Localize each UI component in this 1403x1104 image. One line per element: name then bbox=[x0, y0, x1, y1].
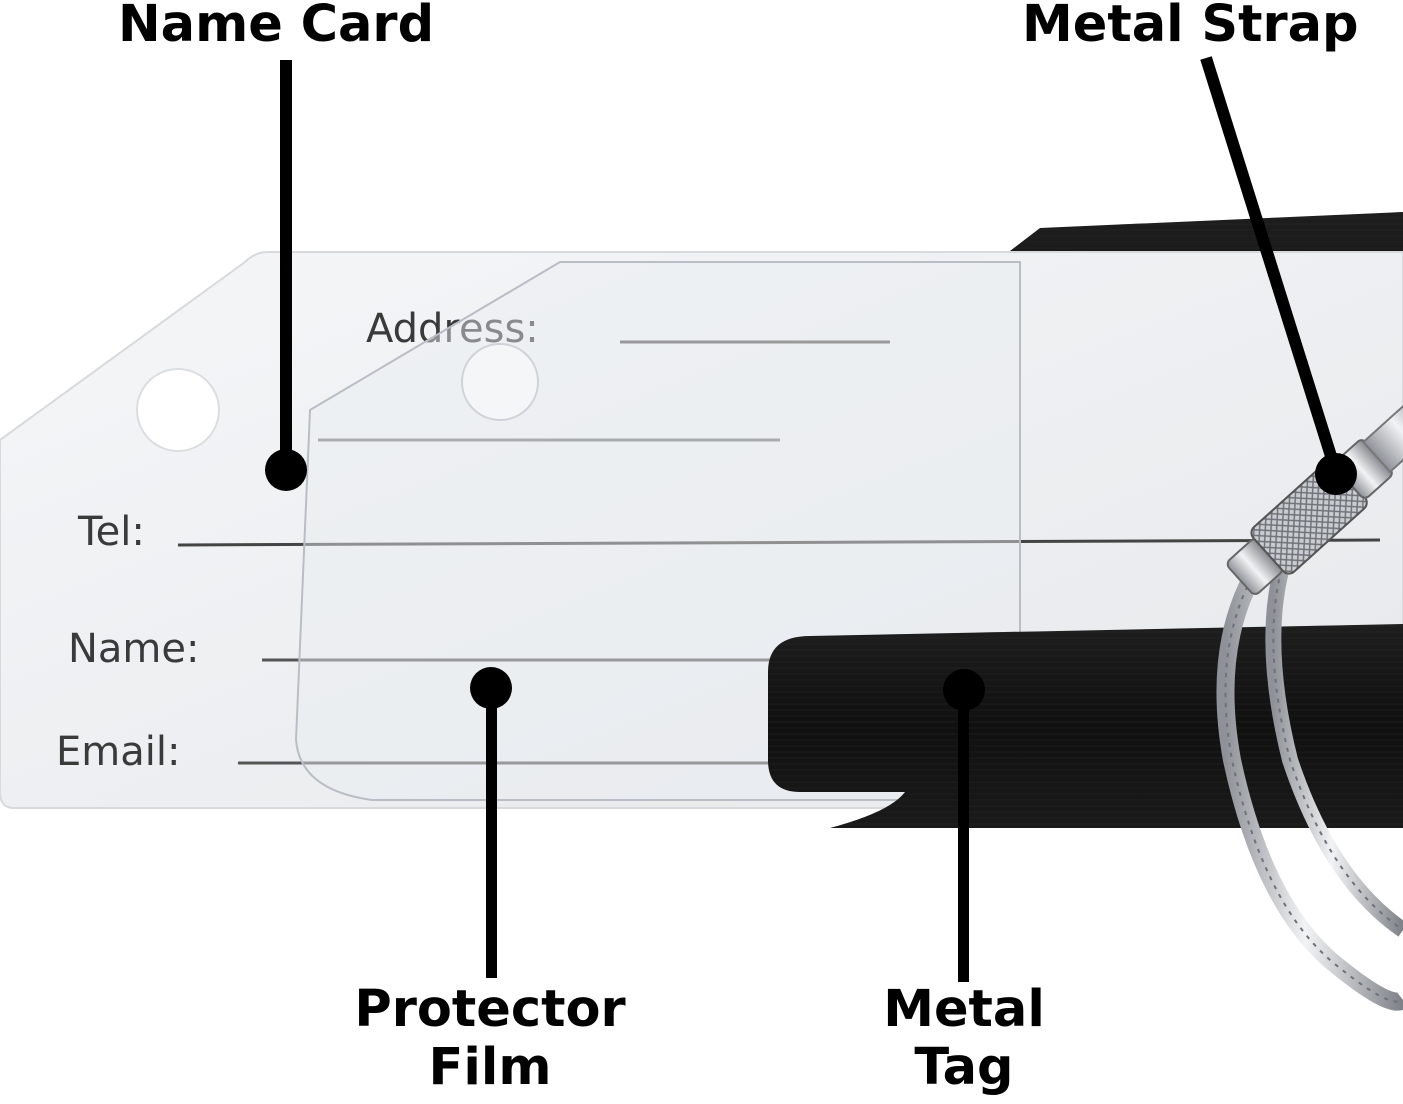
label-name-card: Name Card bbox=[118, 0, 435, 54]
label-metal-tag-line1: Metal bbox=[883, 980, 1045, 1039]
field-tel-label: Tel: bbox=[77, 509, 145, 555]
field-tel-line bbox=[177, 538, 1381, 547]
leader-metal-tag bbox=[943, 669, 985, 982]
label-protector-film-line2: Film bbox=[428, 1038, 552, 1097]
field-email-label: Email: bbox=[56, 729, 180, 775]
leader-metal-strap bbox=[1200, 56, 1357, 495]
label-protector-film: Protector Film bbox=[336, 981, 644, 1097]
label-metal-tag-line2: Tag bbox=[914, 1038, 1014, 1097]
leader-name-card bbox=[265, 60, 307, 491]
metal-strap bbox=[1216, 387, 1403, 1011]
card-hole bbox=[136, 368, 220, 452]
leader-dot bbox=[265, 449, 307, 491]
film-hole bbox=[461, 343, 539, 421]
label-metal-tag: Metal Tag bbox=[866, 981, 1062, 1097]
leader-protector-film bbox=[470, 667, 512, 978]
field-name-label: Name: bbox=[68, 626, 199, 672]
label-metal-strap: Metal Strap bbox=[1022, 0, 1359, 54]
leader-dot bbox=[1315, 453, 1357, 495]
label-protector-film-line1: Protector bbox=[354, 980, 626, 1039]
